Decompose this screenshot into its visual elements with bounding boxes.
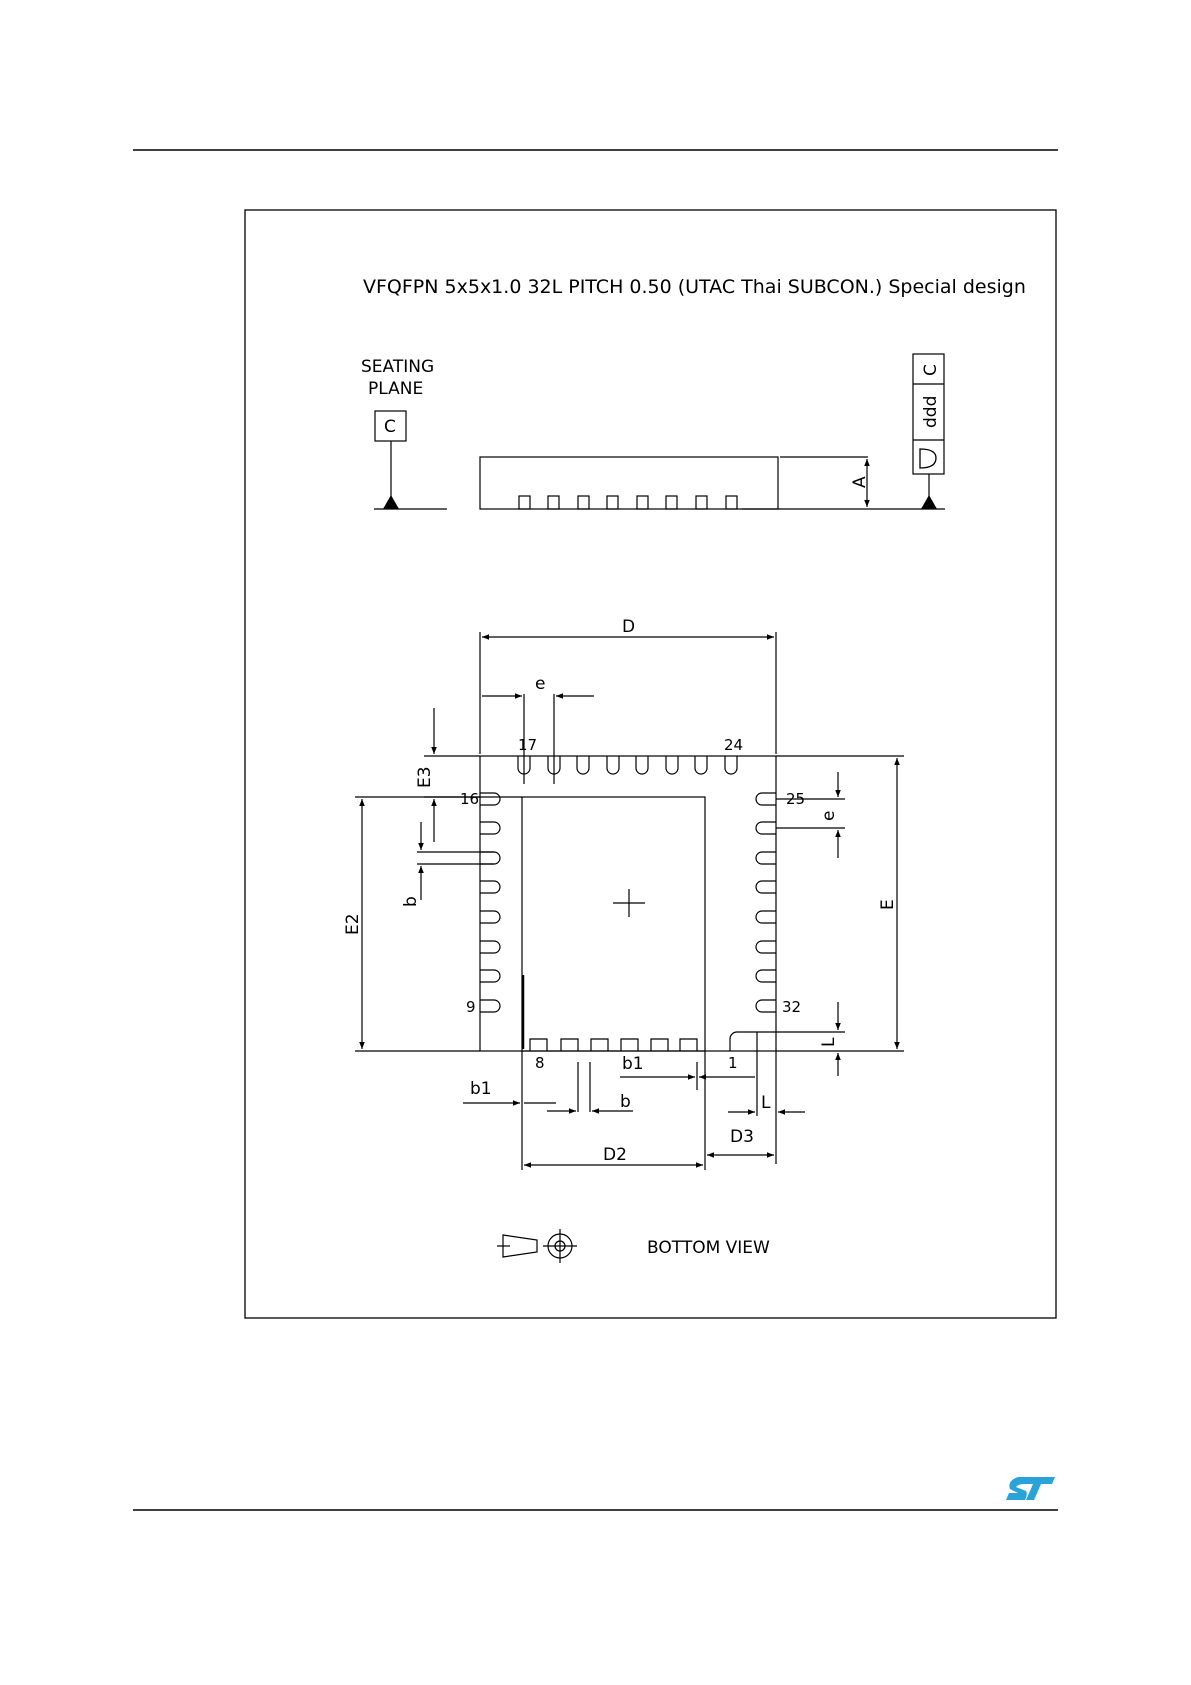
pin-17: 17: [518, 736, 537, 754]
dim-d3-label: D3: [730, 1127, 754, 1147]
pin-24: 24: [724, 736, 743, 754]
pin-9: 9: [466, 998, 476, 1016]
dim-e3-label: E3: [415, 766, 435, 788]
dim-l-bottom-label: L: [761, 1093, 771, 1113]
dim-b-left-label: b: [401, 896, 421, 907]
dim-b1-left-label: b1: [470, 1079, 492, 1099]
dim-e2-label: E2: [343, 913, 363, 935]
pin-8: 8: [535, 1054, 545, 1072]
dim-e-right-pitch-label: e: [819, 811, 839, 821]
dim-b-bottom-label: b: [620, 1092, 631, 1112]
dim-d-label: D: [622, 617, 635, 637]
pin-16: 16: [460, 790, 479, 808]
st-logo-icon: [1006, 1477, 1055, 1500]
tolerance-value: ddd: [921, 396, 941, 428]
top-pads: [518, 756, 737, 774]
pin-32: 32: [782, 998, 801, 1016]
seating-plane-label: SEATING: [361, 357, 434, 377]
bottom-view: 17 24 16 9 25 32 8 1 D e E3 E2 b: [343, 617, 904, 1263]
dim-b1-bottom-label: b1: [622, 1054, 644, 1074]
side-view: SEATING PLANE C A C ddd: [361, 354, 945, 509]
seating-plane-label-2: PLANE: [368, 379, 423, 399]
bottom-pads: [530, 1032, 744, 1051]
side-leads: [519, 496, 737, 509]
package-body-side: [480, 457, 778, 509]
exposed-pad: [522, 797, 705, 1051]
tolerance-datum: C: [921, 364, 941, 376]
left-pads: [480, 793, 500, 1012]
dim-e-right-label: E: [878, 899, 898, 910]
dim-a-label: A: [850, 476, 870, 488]
bottom-view-label: BOTTOM VIEW: [647, 1238, 770, 1258]
dim-l-right-label: L: [819, 1037, 839, 1047]
flatness-symbol-icon: [920, 449, 936, 468]
dim-e-top-label: e: [535, 674, 545, 694]
drawing-title: VFQFPN 5x5x1.0 32L PITCH 0.50 (UTAC Thai…: [363, 276, 1026, 298]
datum-triangle-right: [921, 495, 937, 509]
projection-symbol-icon: [497, 1229, 577, 1263]
right-pads: [756, 793, 776, 1012]
datum-triangle-left: [383, 495, 399, 509]
dim-d2-label: D2: [603, 1145, 627, 1165]
datum-c-letter: C: [384, 417, 396, 437]
pin-1: 1: [728, 1054, 738, 1072]
